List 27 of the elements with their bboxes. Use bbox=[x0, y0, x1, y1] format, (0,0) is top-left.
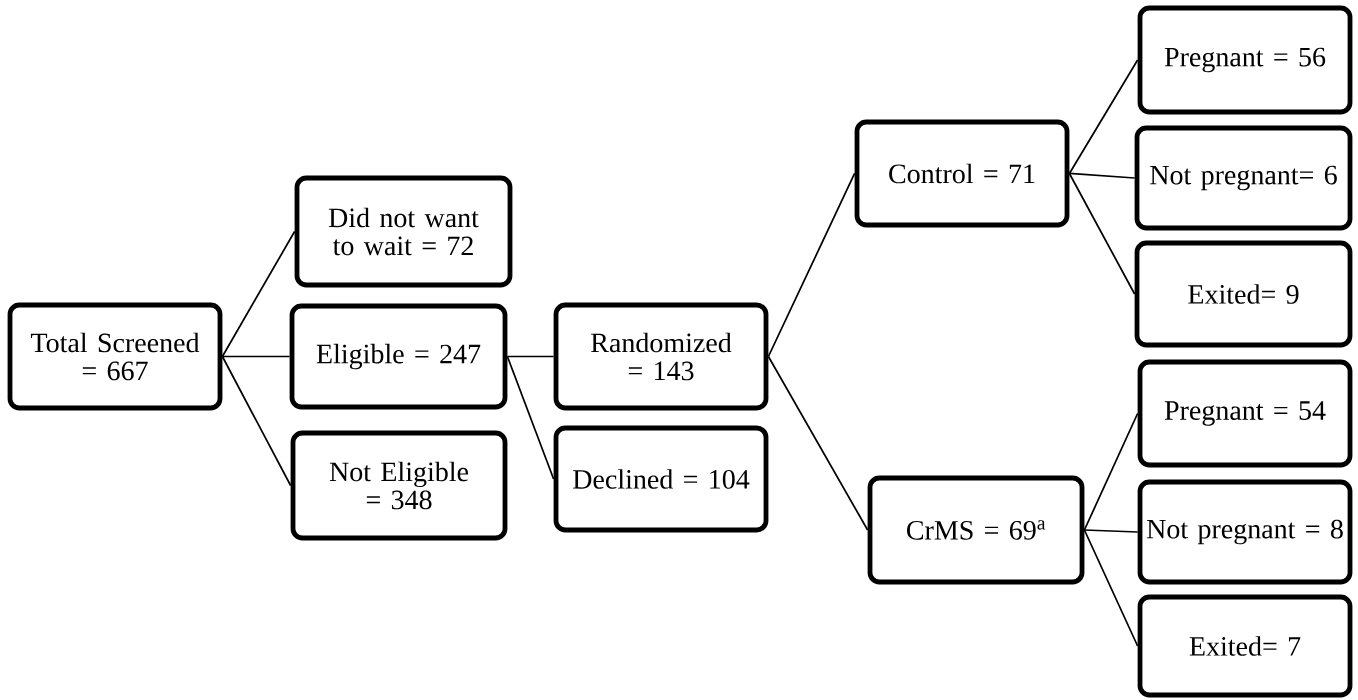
connector-line bbox=[506, 355, 555, 358]
flow-box: Pregnant = 54 bbox=[1137, 359, 1353, 468]
connector-line bbox=[767, 172, 856, 358]
connector-line bbox=[767, 355, 869, 531]
flow-box: Not pregnant = 8 bbox=[1137, 479, 1353, 585]
connector-line bbox=[1068, 172, 1136, 179]
flow-box: Not Eligible = 348 bbox=[290, 430, 508, 541]
flow-box: Eligible = 247 bbox=[289, 303, 508, 410]
connector-line bbox=[506, 355, 555, 480]
flow-box: Declined = 104 bbox=[553, 425, 769, 533]
connector-line bbox=[221, 355, 292, 487]
flow-box: Pregnant = 56 bbox=[1137, 5, 1353, 115]
flow-box: Did not want to wait = 72 bbox=[294, 175, 513, 288]
flow-box: Total Screened = 667 bbox=[7, 302, 223, 411]
connector-line bbox=[1083, 529, 1139, 533]
connector-line bbox=[1083, 529, 1139, 647]
flow-box: Exited= 9 bbox=[1134, 240, 1353, 348]
connector-line bbox=[221, 230, 296, 358]
flow-box: Exited= 7 bbox=[1137, 594, 1353, 698]
connector-line bbox=[1083, 412, 1139, 531]
flow-box: Randomized = 143 bbox=[553, 302, 769, 411]
connector-line bbox=[1068, 59, 1139, 175]
flow-box: CrMS = 69$^{a}$ bbox=[867, 475, 1085, 585]
connector-line bbox=[1068, 172, 1136, 295]
flow-box: Control = 71 bbox=[854, 119, 1070, 228]
flow-box: Not pregnant= 6 bbox=[1134, 125, 1353, 231]
connector-line bbox=[221, 355, 291, 358]
